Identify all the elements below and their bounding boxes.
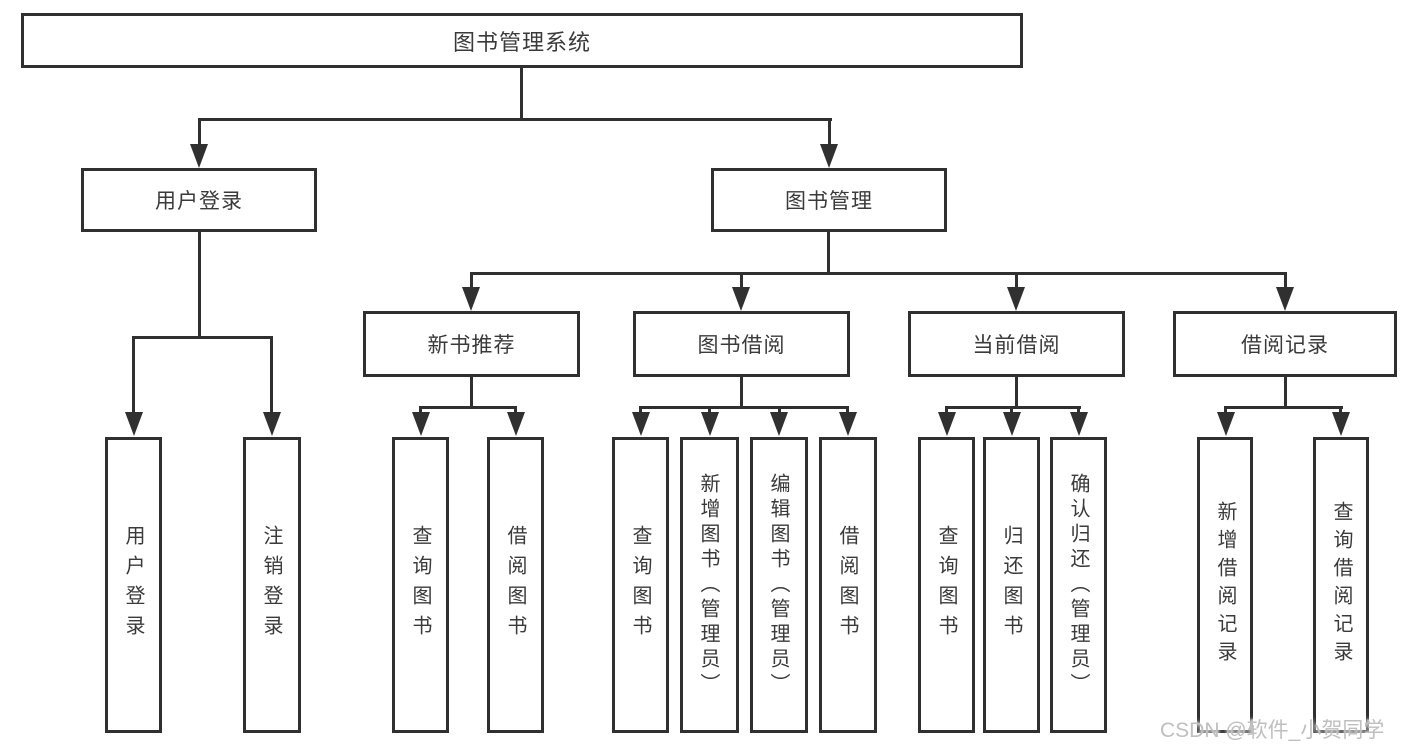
connector-branch: [419, 406, 517, 409]
connector-shaft: [1077, 406, 1080, 416]
connector-user-login-stem: [198, 232, 201, 336]
connector-shaft: [270, 336, 273, 414]
connector-book-mgmt-branch: [470, 272, 1286, 275]
leaf-return-books: 归还图书: [983, 437, 1040, 733]
connector-shaft: [1015, 272, 1018, 289]
connector-branch: [945, 406, 1081, 409]
arrow-down-icon: [462, 287, 480, 311]
leaf-borrow-books-borrowing: 借阅图书: [819, 437, 877, 733]
connector-shaft: [514, 406, 517, 416]
leaf-query-books-borrowing: 查询图书: [612, 437, 669, 733]
connector-shaft: [419, 406, 422, 416]
connector-to-user-login-shaft: [198, 118, 201, 146]
connector-shaft: [1010, 406, 1013, 416]
arrow-down-icon: [412, 412, 430, 436]
connector-root-branch: [198, 118, 832, 121]
leaf-user-login: 用户登录: [105, 437, 162, 733]
connector-shaft: [740, 272, 743, 289]
node-book-borrowing: 图书借阅: [633, 311, 850, 377]
connector-shaft: [1224, 406, 1227, 416]
connector-shaft: [778, 406, 781, 416]
connector-shaft: [132, 336, 135, 414]
arrow-down-icon: [1070, 412, 1088, 436]
leaf-query-books-recommend: 查询图书: [392, 437, 449, 733]
connector-to-book-mgmt-shaft: [828, 118, 831, 146]
leaf-add-borrow-record: 新增借阅记录: [1197, 437, 1253, 733]
arrow-down-icon: [1003, 412, 1021, 436]
arrow-down-icon: [732, 287, 750, 311]
node-book-management: 图书管理: [711, 168, 947, 232]
connector-shaft: [945, 406, 948, 416]
connector-stem: [1284, 377, 1287, 406]
connector-user-login-branch: [132, 336, 273, 339]
connector-shaft: [639, 406, 642, 416]
arrow-down-icon: [632, 412, 650, 436]
leaf-add-books-admin: 新增图书（管理员）: [680, 437, 739, 733]
arrow-down-icon: [1276, 287, 1294, 311]
node-user-login: 用户登录: [81, 168, 317, 232]
node-current-borrowing: 当前借阅: [908, 311, 1125, 377]
connector-shaft: [1284, 272, 1287, 289]
connector-root-stem: [520, 68, 523, 118]
arrow-down-icon: [1217, 412, 1235, 436]
connector-stem: [740, 377, 743, 406]
arrow-down-icon: [839, 412, 857, 436]
csdn-watermark: CSDN @软件_小贺同学: [1160, 719, 1385, 742]
arrow-down-icon: [770, 412, 788, 436]
node-new-book-recommend: 新书推荐: [363, 311, 580, 377]
arrow-down-icon: [938, 412, 956, 436]
leaf-edit-books-admin: 编辑图书（管理员）: [750, 437, 808, 733]
connector-shaft: [1339, 406, 1342, 416]
connector-branch: [1224, 406, 1343, 409]
arrow-down-icon: [263, 412, 281, 436]
arrow-down-icon: [125, 412, 143, 436]
leaf-query-books-current: 查询图书: [918, 437, 975, 733]
connector-shaft: [708, 406, 711, 416]
connector-stem: [1015, 377, 1018, 406]
leaf-confirm-return-admin: 确认归还（管理员）: [1050, 437, 1107, 733]
node-borrowing-records: 借阅记录: [1173, 311, 1397, 377]
arrow-down-icon: [507, 412, 525, 436]
arrow-down-icon: [190, 144, 208, 168]
leaf-logout: 注销登录: [243, 437, 301, 733]
connector-branch: [639, 406, 849, 409]
connector-stem: [470, 377, 473, 406]
connector-shaft: [846, 406, 849, 416]
node-library-system: 图书管理系统: [21, 13, 1023, 68]
arrow-down-icon: [820, 144, 838, 168]
leaf-query-borrow-record: 查询借阅记录: [1313, 437, 1369, 733]
arrow-down-icon: [701, 412, 719, 436]
connector-shaft: [470, 272, 473, 289]
leaf-borrow-books-recommend: 借阅图书: [487, 437, 544, 733]
arrow-down-icon: [1007, 287, 1025, 311]
connector-book-mgmt-stem: [827, 232, 830, 272]
arrow-down-icon: [1332, 412, 1350, 436]
